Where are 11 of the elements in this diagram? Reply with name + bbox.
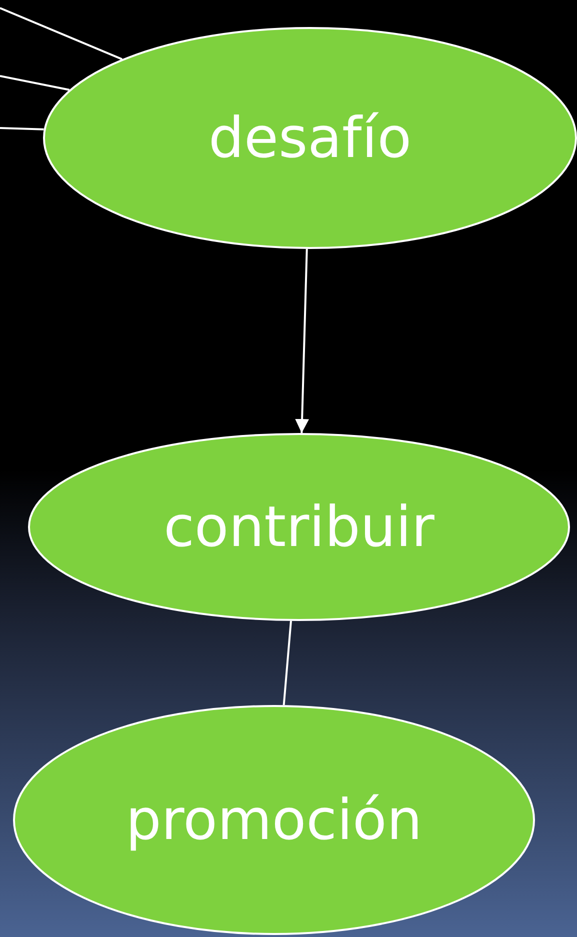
- oval-node: [43, 27, 577, 249]
- oval-node: [28, 433, 570, 621]
- connector-line: [0, 75, 70, 91]
- connector-line: [282, 620, 292, 706]
- connector-line: [0, 7, 122, 60]
- oval-node: [13, 705, 535, 935]
- node-label: desafío: [208, 106, 412, 170]
- node-label: promoción: [126, 788, 422, 852]
- connector-line: [0, 127, 44, 130]
- arrow: [295, 248, 310, 434]
- node-label: contribuir: [164, 494, 434, 560]
